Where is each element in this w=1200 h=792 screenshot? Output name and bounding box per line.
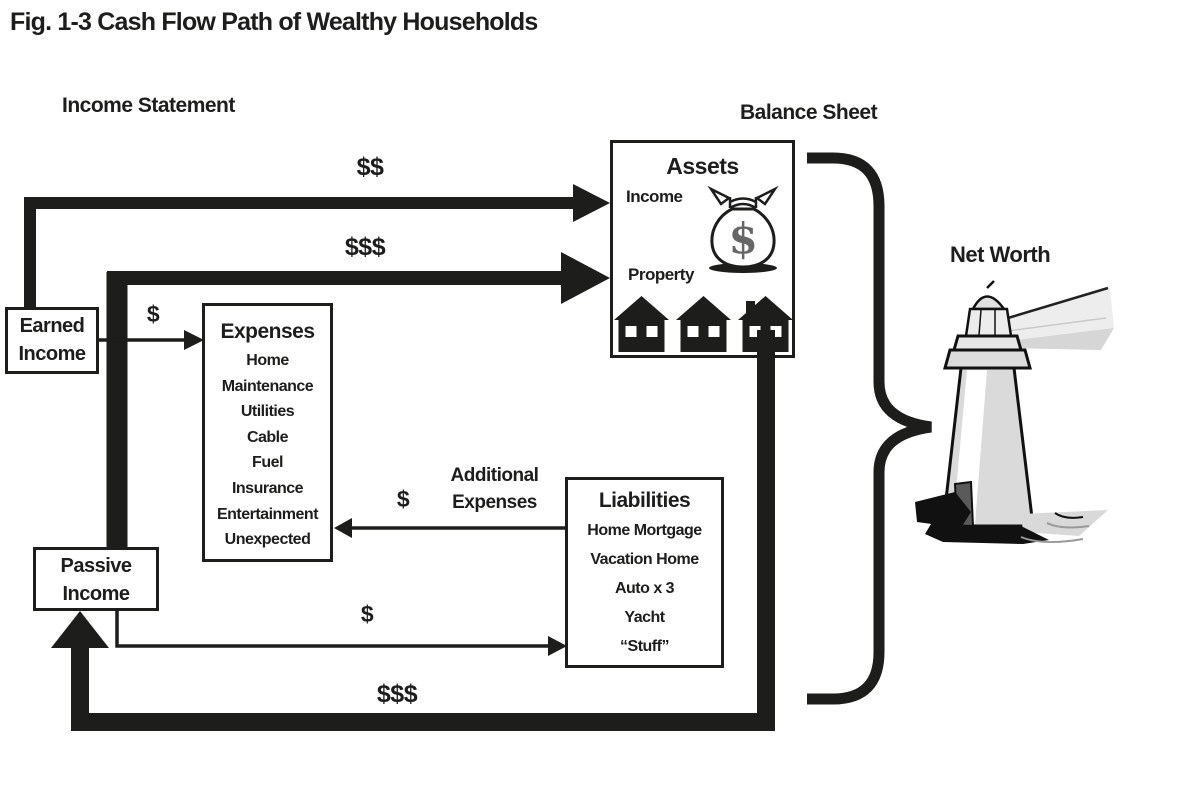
balance-sheet-label: Balance Sheet bbox=[740, 101, 878, 124]
arrowhead-right bbox=[573, 184, 610, 222]
expenses-item: Utilities bbox=[240, 403, 295, 421]
earned-to-expenses-arrow bbox=[99, 330, 204, 350]
expenses-item: Insurance bbox=[231, 479, 304, 497]
expenses-item: Entertainment bbox=[216, 505, 319, 523]
arrowhead-up bbox=[51, 611, 109, 648]
expenses-item: Home bbox=[246, 352, 289, 369]
arrowhead-left bbox=[334, 518, 352, 538]
flow-label-earned-to-assets: $$ bbox=[356, 153, 384, 181]
additional-expenses-line2: Expenses bbox=[452, 492, 537, 513]
expenses-box: Expenses Home Maintenance Utilities Cabl… bbox=[202, 303, 333, 562]
expenses-item: Maintenance bbox=[221, 377, 314, 395]
liabilities-item: Vacation Home bbox=[590, 551, 699, 568]
arrowhead-right bbox=[561, 252, 610, 304]
assets-title: Assets bbox=[666, 153, 739, 179]
earned-income-line2: Income bbox=[18, 343, 86, 365]
assets-property-label: Property bbox=[628, 265, 694, 284]
liabilities-item: Home Mortgage bbox=[587, 522, 702, 539]
assets-box: Assets Income Property $ bbox=[610, 140, 795, 358]
expenses-item: Fuel bbox=[252, 454, 283, 472]
figure-title: Fig. 1-3 Cash Flow Path of Wealthy House… bbox=[10, 8, 538, 36]
money-bag-icon: $ bbox=[707, 185, 779, 273]
flow-label-passive-to-assets: $$$ bbox=[344, 233, 386, 261]
passive-income-line2: Income bbox=[62, 583, 130, 605]
earned-income-line1: Earned bbox=[19, 315, 85, 337]
additional-expenses-label: Additional Expenses bbox=[432, 462, 557, 516]
net-worth-label: Net Worth bbox=[950, 242, 1051, 267]
passive-income-box: Passive Income bbox=[33, 547, 159, 611]
earned-income-box: Earned Income bbox=[5, 307, 99, 374]
property-house-icons bbox=[614, 296, 793, 352]
passive-to-liabilities-arrow bbox=[115, 611, 567, 656]
assets-income-label: Income bbox=[626, 187, 683, 206]
house-icon bbox=[738, 296, 793, 352]
income-statement-label: Income Statement bbox=[62, 94, 235, 117]
passive-income-line1: Passive bbox=[60, 555, 132, 577]
additional-expenses-line1: Additional bbox=[450, 465, 539, 486]
money-bag-dollar-glyph: $ bbox=[729, 214, 758, 263]
flow-label-liabilities-to-expenses: $ bbox=[396, 486, 410, 512]
liabilities-item: Auto x 3 bbox=[614, 580, 675, 597]
expenses-item: Cable bbox=[246, 428, 289, 446]
house-icon bbox=[614, 296, 669, 352]
flow-label-passive-to-liabilities: $ bbox=[360, 601, 374, 627]
liabilities-box: Liabilities Home Mortgage Vacation Home … bbox=[565, 477, 724, 668]
earned-to-assets-arrow bbox=[24, 184, 610, 308]
expenses-title: Expenses bbox=[220, 320, 315, 343]
expenses-item: Unexpected bbox=[224, 531, 311, 549]
lighthouse-illustration bbox=[915, 280, 1114, 544]
arrowhead-right bbox=[184, 330, 204, 350]
house-icon bbox=[676, 296, 731, 352]
liabilities-title: Liabilities bbox=[598, 489, 691, 512]
liabilities-item: Yacht bbox=[624, 609, 665, 626]
liabilities-item: “Stuff” bbox=[620, 638, 669, 655]
flow-label-earned-to-expenses: $ bbox=[146, 301, 160, 327]
liabilities-to-expenses-arrow bbox=[334, 518, 566, 538]
flow-label-assets-to-passive: $$$ bbox=[376, 680, 418, 708]
